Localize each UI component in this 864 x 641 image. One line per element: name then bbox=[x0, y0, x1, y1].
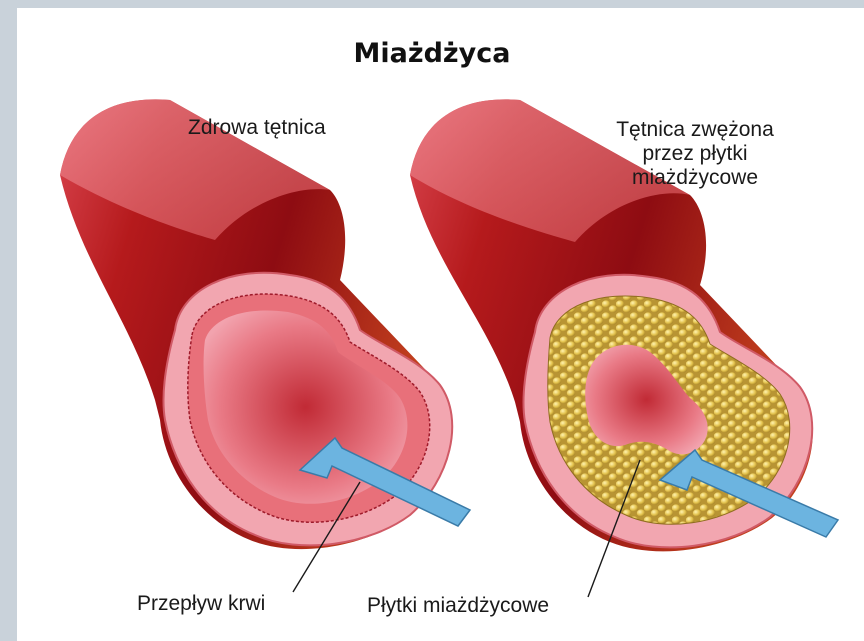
label-plaques: Płytki miażdżycowe bbox=[367, 594, 549, 618]
label-blood-flow: Przepływ krwi bbox=[137, 592, 265, 616]
diagram-title: Miażdżyca bbox=[0, 38, 864, 69]
label-healthy-artery: Zdrowa tętnica bbox=[188, 116, 326, 140]
label-narrowed-artery: Tętnica zwężona przez płytki miażdżycowe bbox=[600, 118, 790, 190]
